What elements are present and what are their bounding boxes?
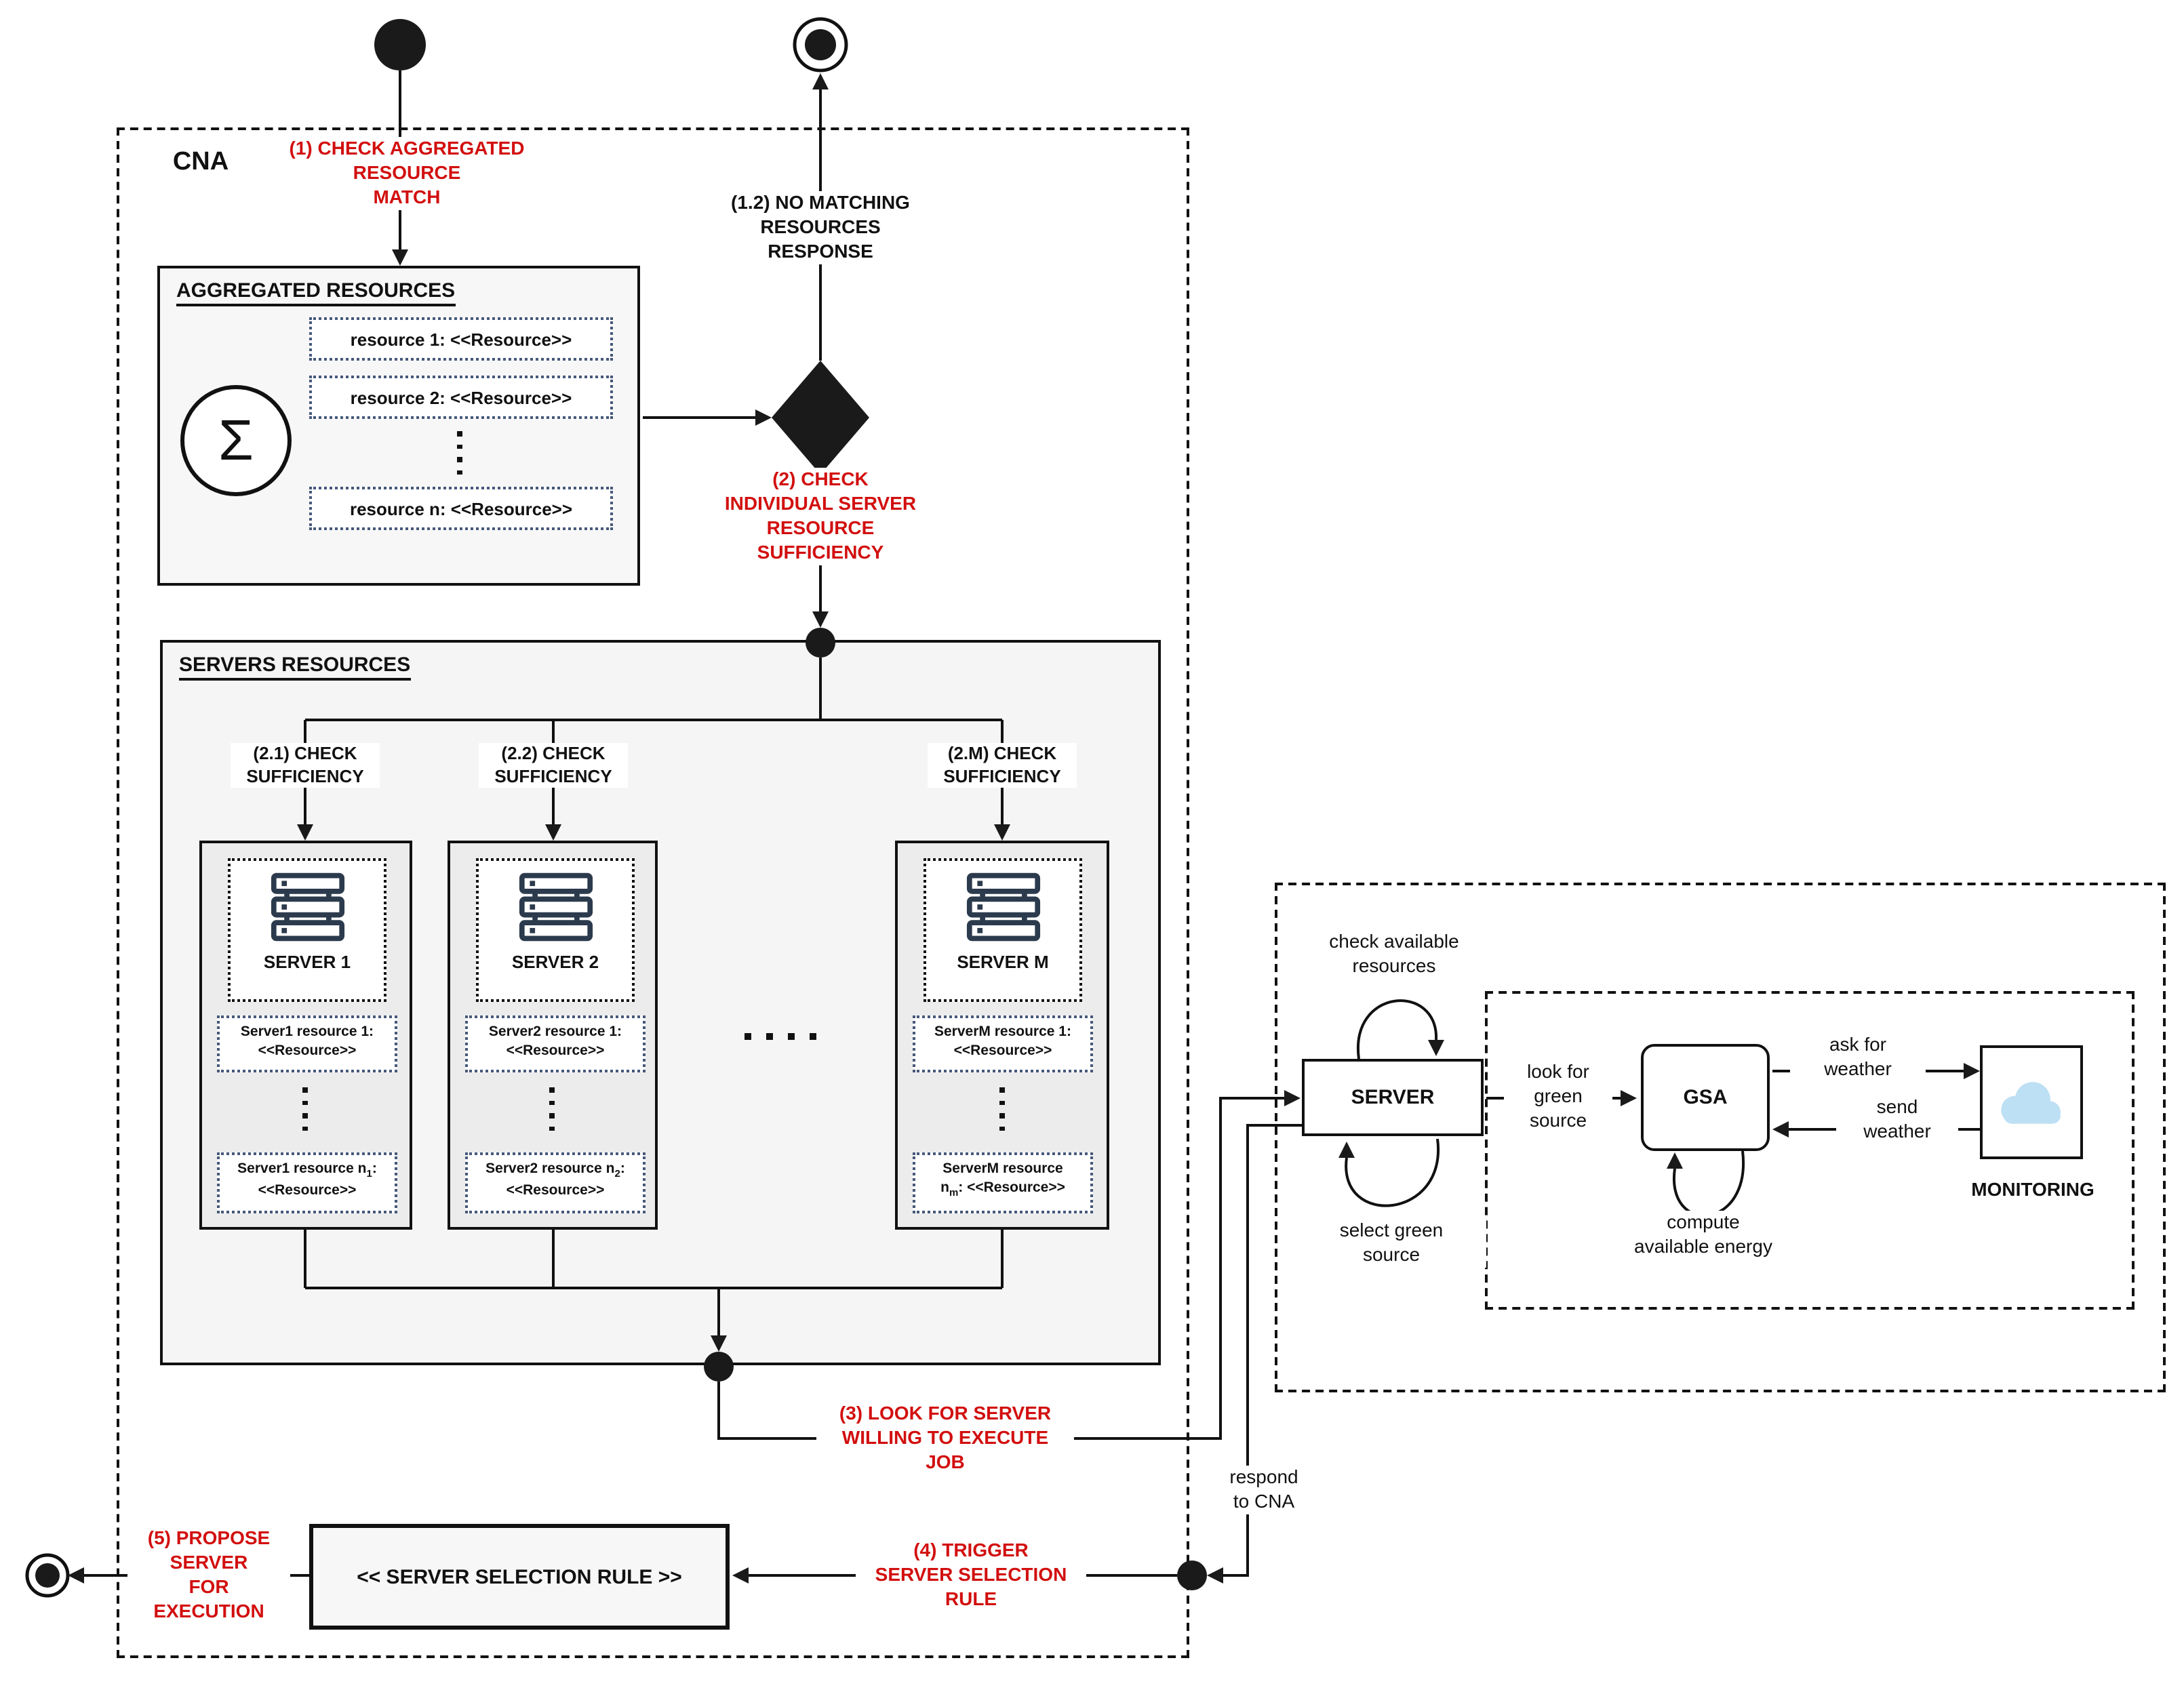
aggregated-resource-row: resource 1: <<Resource>> — [309, 317, 613, 361]
label-compute-available-energy: compute available energy — [1588, 1211, 1819, 1260]
sigma-glyph: Σ — [218, 408, 254, 472]
label-step1-2: (1.2) NO MATCHING RESOURCES RESPONSE — [705, 191, 936, 264]
label-respond-to-cna: respond to CNA — [1203, 1466, 1325, 1514]
server-1-resource-n: Server1 resource n1: <<Resource>> — [217, 1152, 397, 1213]
server-2-iconbox: SERVER 2 — [476, 858, 635, 1002]
arrowhead — [392, 249, 408, 266]
sigma-icon: Σ — [180, 385, 292, 496]
resn-subscript: 2 — [614, 1167, 620, 1180]
label-step3: (3) LOOK FOR SERVER WILLING TO EXECUTE J… — [816, 1402, 1074, 1475]
server-2-name: SERVER 2 — [511, 952, 599, 972]
aggregated-resource-row: resource n: <<Resource>> — [309, 487, 613, 530]
vertical-ellipsis — [457, 431, 462, 475]
server-1-card: SERVER 1 Server1 resource 1: <<Resource>… — [199, 841, 412, 1230]
initial-node — [374, 19, 426, 70]
server-2-card: SERVER 2 Server2 resource 1: <<Resource>… — [448, 841, 658, 1230]
cna-boundary — [117, 127, 1189, 1658]
aggregated-resources-panel: AGGREGATED RESOURCES Σ resource 1: <<Res… — [157, 266, 640, 586]
horizontal-ellipsis — [744, 1033, 816, 1040]
label-step2-1: (2.1) CHECK SUFFICIENCY — [231, 743, 380, 788]
decision-diamond — [772, 361, 869, 475]
label-step1: (1) CHECK AGGREGATED RESOURCE MATCH — [285, 137, 529, 210]
final-node-top — [793, 17, 848, 73]
label-step2-m: (2.M) CHECK SUFFICIENCY — [928, 743, 1077, 788]
server-m-iconbox: SERVER M — [924, 858, 1082, 1002]
server-1-iconbox: SERVER 1 — [228, 858, 386, 1002]
resn-prefix: n — [940, 1180, 949, 1196]
cloud-icon — [2001, 1082, 2061, 1124]
join-node-3 — [1177, 1560, 1207, 1590]
vertical-ellipsis — [549, 1087, 554, 1131]
label-monitoring: MONITORING — [1971, 1178, 2094, 1200]
server-m-resource-n: ServerM resource nm: <<Resource>> — [913, 1152, 1093, 1213]
aggregated-resources-title: AGGREGATED RESOURCES — [176, 279, 456, 306]
label-step2-2: (2.2) CHECK SUFFICIENCY — [479, 743, 628, 788]
server-domain-boundary — [1275, 883, 2166, 1392]
label-ask-for-weather: ask for weather — [1790, 1033, 1926, 1082]
final-node-bottom — [25, 1553, 70, 1598]
server-1-resource-first: Server1 resource 1: <<Resource>> — [217, 1015, 397, 1072]
server-m-resource-first: ServerM resource 1: <<Resource>> — [913, 1015, 1093, 1072]
label-look-for-green-source: look for green source — [1504, 1060, 1612, 1133]
server-rack-icon — [270, 872, 344, 942]
label-step4: (4) TRIGGER SERVER SELECTION RULE — [856, 1539, 1086, 1612]
server-selection-rule-box: << SERVER SELECTION RULE >> — [309, 1524, 730, 1630]
resn-prefix: Server1 resource n — [237, 1161, 367, 1177]
label-select-green-source: select green source — [1296, 1219, 1486, 1268]
server-m-card: SERVER M ServerM resource 1: <<Resource>… — [895, 841, 1109, 1230]
server-1-name: SERVER 1 — [263, 952, 351, 972]
join-node-1 — [806, 628, 835, 658]
resn-subscript: m — [949, 1186, 959, 1199]
cna-title: CNA — [172, 148, 229, 176]
resn-suffix: : <<Resource>> — [506, 1161, 625, 1199]
resn-subscript: 1 — [366, 1167, 372, 1180]
server-2-resource-n: Server2 resource n2: <<Resource>> — [465, 1152, 646, 1213]
gsa-domain-boundary — [1485, 991, 2135, 1310]
monitoring-node — [1980, 1045, 2083, 1159]
label-send-weather: send weather — [1836, 1095, 1958, 1144]
server-node: SERVER — [1302, 1059, 1484, 1136]
label-step5: (5) PROPOSE SERVER FOR EXECUTION — [127, 1527, 290, 1624]
join-node-2 — [704, 1352, 734, 1382]
gsa-node: GSA — [1641, 1044, 1770, 1151]
vertical-ellipsis — [999, 1087, 1004, 1131]
server-rack-icon — [518, 872, 593, 942]
label-check-available-resources: check available resources — [1292, 930, 1496, 979]
server-rack-icon — [966, 872, 1040, 942]
servers-resources-title: SERVERS RESOURCES — [179, 653, 411, 681]
vertical-ellipsis — [302, 1087, 307, 1131]
resn-prefix: Server2 resource n — [485, 1161, 615, 1177]
label-step2: (2) CHECK INDIVIDUAL SERVER RESOURCE SUF… — [698, 468, 942, 565]
server-2-resource-first: Server2 resource 1: <<Resource>> — [465, 1015, 646, 1072]
resn-suffix: : <<Resource>> — [958, 1180, 1065, 1196]
resn-suffix: : <<Resource>> — [258, 1161, 377, 1199]
aggregated-resource-row: resource 2: <<Resource>> — [309, 376, 613, 419]
server-m-name: SERVER M — [957, 952, 1049, 972]
resn-line1: ServerM resource — [942, 1161, 1063, 1177]
